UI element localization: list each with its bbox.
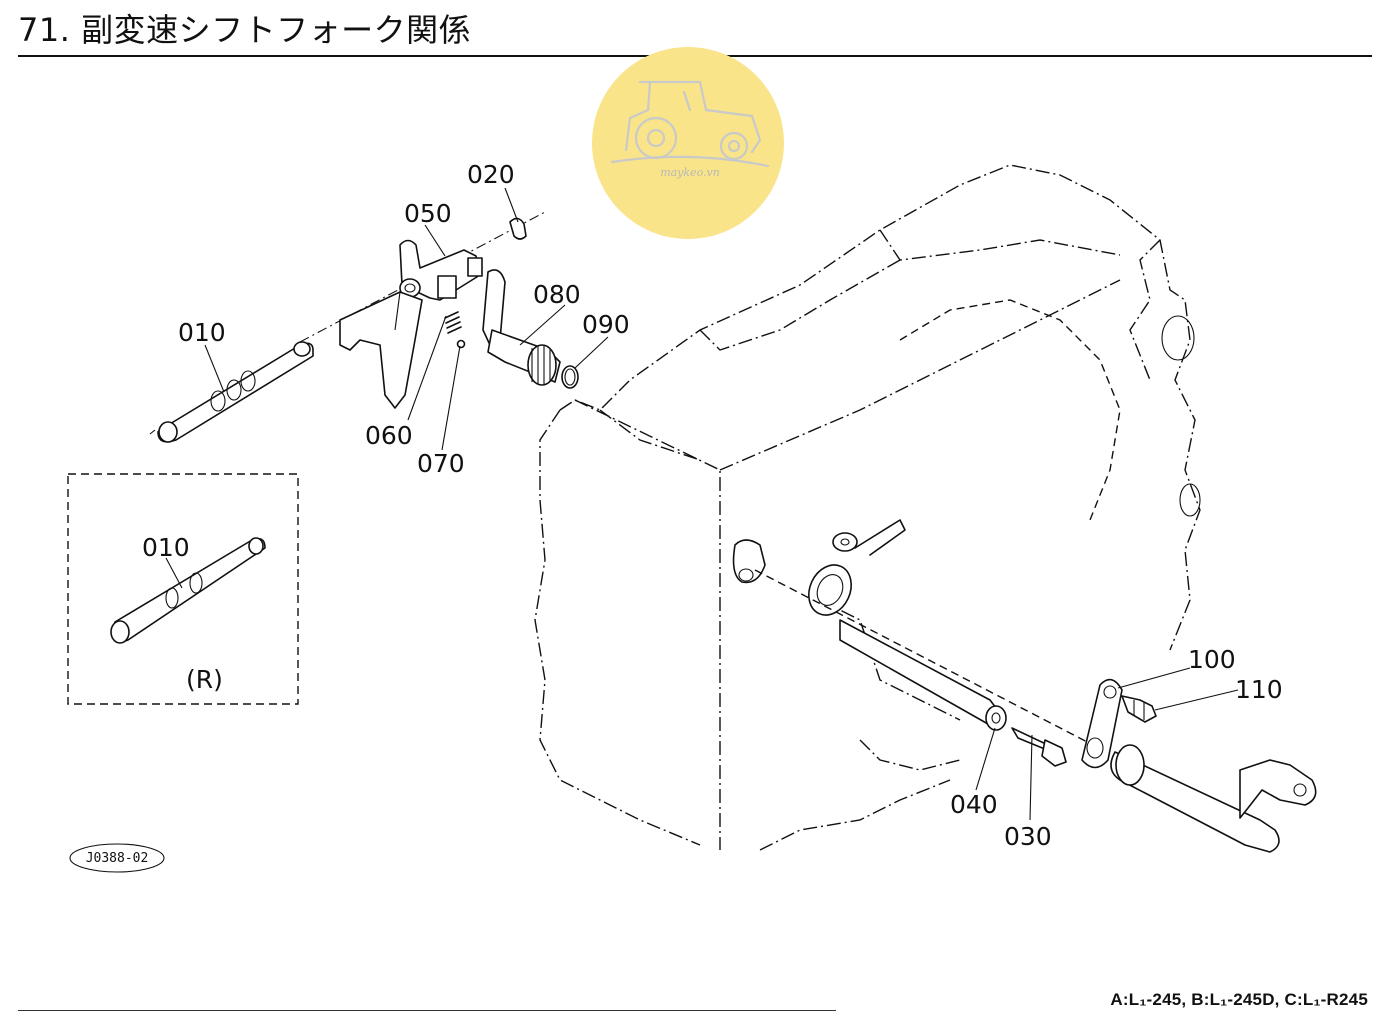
diagram-code-badge: J0388-02 <box>69 843 165 873</box>
part-020-clip <box>509 217 527 240</box>
callout-040: 040 <box>950 790 998 819</box>
part-100-lever <box>1081 678 1123 769</box>
page-title: 71. 副変速シフトフォーク関係 <box>18 11 472 49</box>
callout-080: 080 <box>533 280 581 309</box>
transmission-housing <box>534 164 1201 851</box>
inset-variant-label: (R) <box>186 665 223 694</box>
callout-100: 100 <box>1188 645 1236 674</box>
housing-bosses <box>732 519 906 616</box>
callout-010: 010 <box>178 318 226 347</box>
bottom-rule <box>18 1010 836 1011</box>
callout-030: 030 <box>1004 822 1052 851</box>
inset-variant-r: 010 (R) <box>67 473 299 705</box>
part-010-shaft <box>149 341 314 443</box>
callout-090: 090 <box>582 310 630 339</box>
part-070-ball <box>456 339 466 349</box>
leader-lines <box>204 187 1239 821</box>
callout-060: 060 <box>365 421 413 450</box>
callout-020: 020 <box>467 160 515 189</box>
part-030-bolt <box>1011 727 1067 767</box>
part-080-shift-arm <box>482 269 561 386</box>
part-090-o-ring <box>561 365 579 389</box>
callout-050: 050 <box>404 199 452 228</box>
callout-110: 110 <box>1235 675 1283 704</box>
part-050-shift-fork <box>339 239 483 409</box>
part-060-spring <box>444 311 462 334</box>
part-040-washer <box>985 705 1007 731</box>
watermark-logo: maykeo.vn <box>592 47 784 239</box>
model-applicability: A:L₁-245, B:L₁-245D, C:L₁-R245 <box>1110 990 1368 1009</box>
part-110-bolt <box>1121 695 1157 723</box>
callout-070: 070 <box>417 449 465 478</box>
lower-linkage-rod <box>754 569 1317 853</box>
diagram-code: J0388-02 <box>86 851 149 866</box>
watermark-text: maykeo.vn <box>660 166 720 179</box>
inset-callout-010: 010 <box>142 533 190 562</box>
